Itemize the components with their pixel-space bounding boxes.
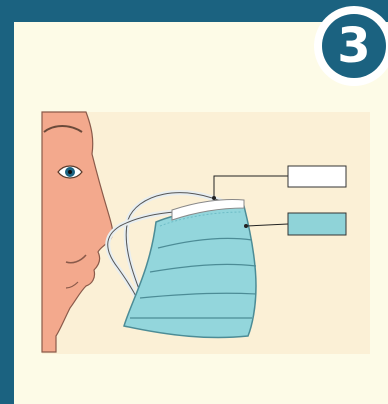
top-label-box [288, 166, 346, 187]
face-profile-icon [42, 112, 113, 352]
surgical-mask-icon [124, 199, 256, 337]
mask-label-box [288, 213, 346, 235]
